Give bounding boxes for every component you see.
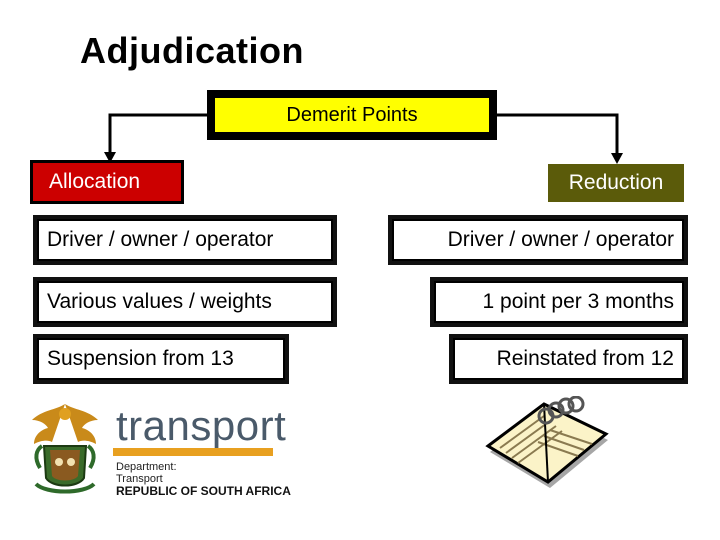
reduction-item-2-label: 1 point per 3 months [482, 290, 674, 313]
logo-line-3: REPUBLIC OF SOUTH AFRICA [116, 484, 291, 498]
coat-of-arms-icon [32, 404, 98, 494]
allocation-item-3-label: Suspension from 13 [47, 347, 234, 370]
allocation-label: Allocation [49, 170, 141, 193]
arrowhead-left [104, 152, 116, 163]
logo-accent-bar [113, 448, 273, 456]
allocation-item-3: Suspension from 13 [37, 338, 285, 380]
connector-right [491, 113, 619, 161]
reduction-label: Reduction [568, 171, 664, 194]
slide-title: Adjudication [80, 30, 304, 71]
reduction-item-3-label: Reinstated from 12 [496, 347, 674, 370]
demerit-points-label: Demerit Points [286, 103, 418, 126]
allocation-item-1-label: Driver / owner / operator [47, 228, 274, 251]
reduction-item-1: Driver / owner / operator [392, 219, 684, 261]
diary-book-icon [485, 396, 609, 488]
allocation-box: Allocation [33, 163, 181, 201]
arrowhead-right [611, 153, 623, 164]
allocation-item-2-label: Various values / weights [47, 290, 272, 313]
logo-line-2: Transport [116, 473, 163, 485]
allocation-outline [30, 160, 184, 204]
allocation-item-2: Various values / weights [37, 281, 333, 323]
logo-wordmark: transport [116, 402, 287, 449]
demerit-points-box: Demerit Points [213, 96, 491, 134]
allocation-item-1: Driver / owner / operator [37, 219, 333, 261]
reduction-item-3: Reinstated from 12 [453, 338, 684, 380]
reduction-item-1-label: Driver / owner / operator [447, 228, 674, 251]
connector-left [108, 113, 213, 160]
reduction-box: Reduction [548, 164, 684, 202]
logo-line-1: Department: [116, 461, 177, 473]
reduction-item-2: 1 point per 3 months [434, 281, 684, 323]
